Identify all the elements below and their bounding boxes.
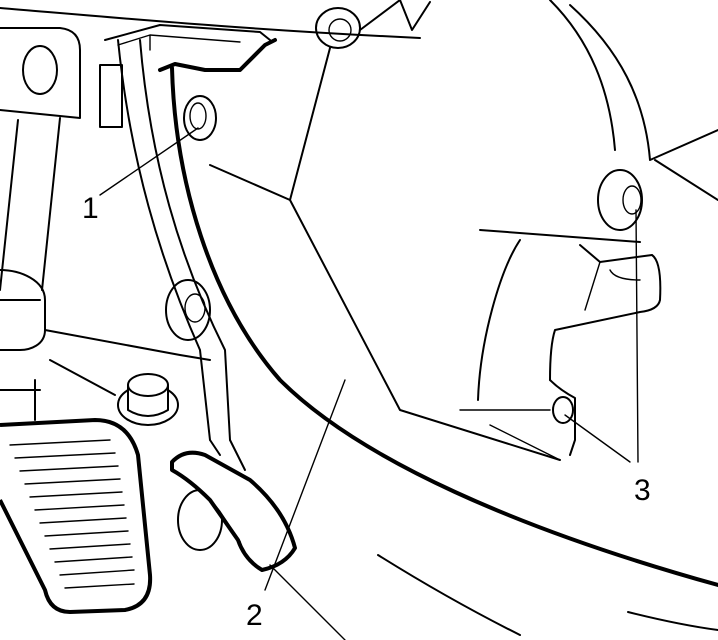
right-bracket-flange-inner (584, 261, 641, 311)
brake-pedal-pad-ribs (9, 439, 135, 589)
pedal-mount-cross (0, 329, 211, 421)
right-bracket-lower (549, 379, 576, 456)
right-bracket-flange (549, 244, 662, 381)
callout-2-leader-b (269, 564, 346, 640)
door-panel-curve-2 (569, 4, 718, 161)
brake-pedal-arm-back (139, 39, 231, 441)
left-bracket-plate (0, 27, 81, 119)
trim-cover-panel (158, 38, 277, 72)
right-clip-grommet-inner (622, 185, 642, 215)
callout-3-label: 3 (634, 474, 651, 507)
right-bracket-floor (459, 409, 561, 461)
right-bracket-top-line (479, 229, 641, 243)
trim-clip-hole (183, 95, 217, 141)
pedal-box-tab (99, 64, 123, 128)
dashboard-bolt-hole (315, 7, 361, 49)
door-panel-curve (549, 0, 616, 151)
pedal-box-top (104, 24, 271, 41)
trim-clip-hole-inner (189, 102, 207, 130)
floor-edge (377, 554, 521, 636)
callout-2-label: 2 (246, 599, 263, 632)
callout-1-leader (99, 127, 199, 196)
secondary-pivot (165, 279, 211, 341)
small-pedal-pad (170, 450, 297, 572)
secondary-pivot-inner (184, 293, 206, 323)
floor-edge-right (627, 611, 718, 631)
dashboard-top-bracket (359, 0, 431, 31)
pedal-mount-bracket (0, 269, 46, 351)
right-bracket-body (477, 239, 521, 401)
left-bracket-hole (22, 45, 58, 95)
right-bracket-hole (552, 396, 574, 424)
pivot-bolt-top (127, 373, 169, 397)
brake-pedal-pad (0, 418, 153, 614)
callout-2-leader (264, 379, 346, 591)
right-clip-grommet (597, 169, 643, 231)
door-panel-curve-3 (654, 159, 718, 201)
small-pedal-arm (209, 439, 246, 471)
callout-3-leader-a (635, 209, 639, 463)
trim-cover-outline (170, 66, 718, 587)
brake-pedal-arm (117, 39, 211, 441)
pedal-box-top-inner (117, 34, 241, 51)
small-pedal-pad-front (171, 469, 241, 543)
left-bracket-arm (0, 117, 61, 291)
callout-3-leader-b (564, 414, 631, 463)
dashboard-bolt-hole-inner (328, 18, 352, 42)
callout-1-label: 1 (82, 192, 99, 225)
trim-panel-fold (289, 199, 561, 461)
dashboard-top-edge (0, 7, 421, 39)
